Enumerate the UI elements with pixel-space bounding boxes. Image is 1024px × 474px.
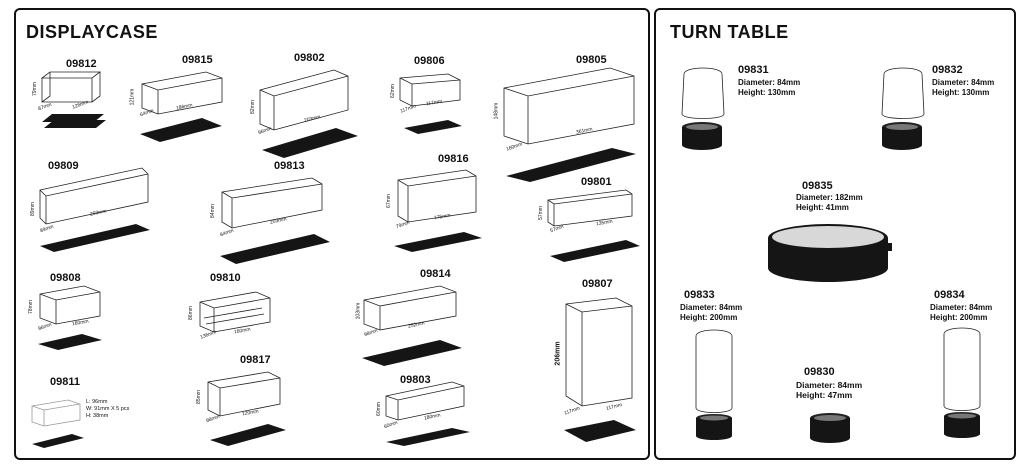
case-09809-drawing: [39, 167, 150, 252]
dim-label: 79mm: [31, 82, 38, 96]
case-09813-drawing: [220, 177, 330, 264]
dim-label: 82mm: [249, 100, 256, 114]
case-code-09805: 09805: [576, 54, 607, 66]
turntable-09834-drawing: [943, 327, 981, 438]
turntable-code-09830: 09830: [804, 366, 835, 378]
turntable-09832-drawing: [881, 67, 925, 150]
case-code-09807: 09807: [582, 278, 613, 290]
case-code-09813: 09813: [274, 160, 305, 172]
turntable-panel: TURN TABLE: [654, 8, 1016, 460]
case-code-09814: 09814: [420, 268, 451, 280]
dim-label: 85mm: [195, 390, 202, 404]
turntable-09835-spec: Diameter: 182mm Height: 41mm: [796, 193, 863, 212]
turntable-drawings: [681, 67, 981, 443]
dim-label: 148mm: [493, 102, 500, 120]
turntable-09830-spec: Diameter: 84mm Height: 47mm: [796, 380, 863, 400]
case-code-09803: 09803: [400, 374, 431, 386]
case-09801-drawing: [547, 189, 640, 262]
turntable-09831-drawing: [681, 67, 725, 150]
turntable-title: TURN TABLE: [670, 22, 789, 42]
case-code-09815: 09815: [182, 54, 213, 66]
case-code-09808: 09808: [50, 272, 81, 284]
case-09811-spec: L: 96mm W: 91mm X 5 pcs H: 38mm: [86, 399, 130, 419]
dim-label: 206mm: [554, 341, 562, 366]
case-09805-drawing: [503, 67, 636, 182]
turntable-09831-spec: Diameter: 84mm Height: 130mm: [738, 78, 801, 97]
dim-label: 62mm: [389, 84, 396, 98]
case-09812-drawing: [40, 71, 106, 128]
dim-label: 60mm: [375, 402, 382, 416]
turntable-code-09833: 09833: [684, 289, 715, 301]
dim-label: 121mm: [129, 88, 136, 106]
case-09814-drawing: [362, 285, 462, 366]
turntable-09833-spec: Diameter: 84mm Height: 200mm: [680, 303, 743, 322]
case-09811-drawing: [31, 399, 84, 448]
dim-label: 57mm: [537, 206, 544, 220]
case-09807-drawing: [564, 297, 636, 442]
dim-label: 89mm: [29, 202, 36, 216]
case-code-09816: 09816: [438, 153, 469, 165]
dim-label: 84mm: [209, 204, 216, 218]
turntable-code-09835: 09835: [802, 180, 833, 192]
case-code-09810: 09810: [210, 272, 241, 284]
case-09803-drawing: [385, 381, 470, 446]
displaycase-drawings: [31, 67, 640, 448]
turntable-09830-drawing: [810, 413, 850, 443]
case-09815-drawing: [140, 71, 223, 142]
case-09810-drawing: [199, 291, 271, 333]
case-09802-drawing: [259, 69, 358, 158]
case-code-09809: 09809: [48, 160, 79, 172]
case-code-09812: 09812: [66, 58, 97, 70]
case-code-09811: 09811: [50, 376, 80, 388]
displaycase-panel: DISPLAYCASE: [14, 8, 650, 460]
turntable-09834-spec: Diameter: 84mm Height: 200mm: [930, 303, 993, 322]
turntable-code-09832: 09832: [932, 64, 963, 76]
dim-label: 86mm: [187, 306, 194, 320]
case-09817-drawing: [207, 371, 286, 446]
turntable-code-09834: 09834: [934, 289, 965, 301]
turntable-code-09831: 09831: [738, 64, 769, 76]
turntable-09832-spec: Diameter: 84mm Height: 130mm: [932, 78, 995, 97]
displaycase-title: DISPLAYCASE: [26, 22, 158, 42]
case-code-09806: 09806: [414, 55, 445, 67]
dim-label: 67mm: [385, 194, 392, 208]
dim-label: 78mm: [27, 300, 34, 314]
case-code-09802: 09802: [294, 52, 325, 64]
case-09816-drawing: [394, 169, 482, 252]
case-09806-drawing: [399, 73, 462, 134]
case-code-09801: 09801: [581, 176, 612, 188]
case-code-09817: 09817: [240, 354, 271, 366]
turntable-09833-drawing: [695, 329, 733, 440]
dim-label: 103mm: [355, 302, 362, 320]
turntable-09835-drawing: [768, 224, 892, 282]
case-09808-drawing: [38, 285, 102, 350]
